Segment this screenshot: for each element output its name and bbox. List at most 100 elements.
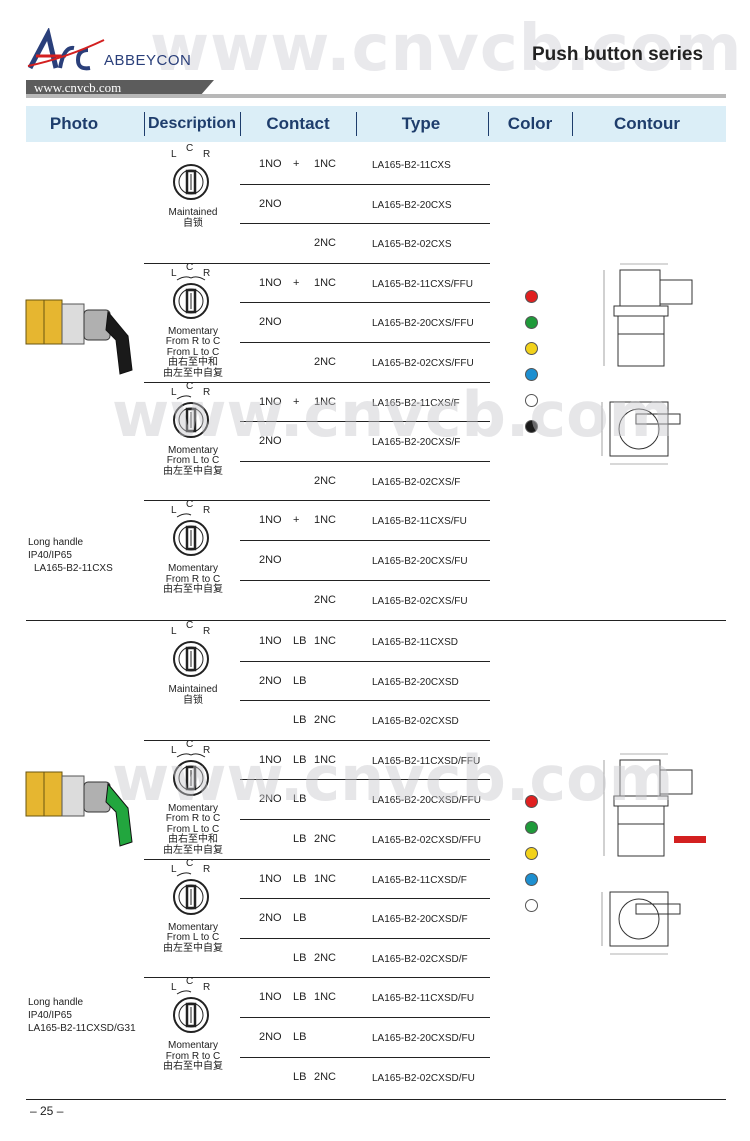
description-line: Momentary: [167, 444, 218, 456]
switch-position-c: C: [186, 976, 194, 988]
product-label-line: IP40/IP65: [28, 1010, 72, 1021]
type-code: LA165-B2-11CXSD/F: [372, 874, 467, 886]
website-url: www.cnvcb.com: [26, 80, 200, 96]
type-code: LA165-B2-20CXS/FFU: [372, 318, 474, 330]
contact-link: LB: [293, 635, 307, 647]
product-label-line: IP40/IP65: [28, 550, 72, 561]
contact-link: LB: [293, 1031, 307, 1043]
product-label-line: LA165-B2-11CXS: [34, 563, 113, 574]
column-header-bar: Photo Description Contact Type Color Con…: [26, 106, 726, 142]
description-line: 自锁: [183, 217, 203, 229]
row-divider: [240, 421, 490, 423]
contact-no: 2NO: [259, 435, 282, 448]
row-divider: [240, 342, 490, 343]
type-code: LA165-B2-20CXS/FU: [372, 556, 468, 567]
watermark-text: www.cnvcb.com: [112, 378, 674, 451]
switch-position-r: R: [203, 386, 211, 398]
group-divider: [144, 739, 490, 741]
type-code: LA165-B2-20CXSD/FU: [372, 1033, 475, 1044]
selector-switch-symbol-icon: [173, 276, 209, 319]
contact-no: 1NO: [259, 872, 282, 885]
description-line: Momentary: [167, 563, 218, 575]
description-line: From R to C: [165, 336, 221, 348]
type-code: LA165-B2-02CXS/FU: [372, 595, 468, 607]
group-divider: [144, 977, 490, 979]
column-contour: Contour: [613, 114, 681, 133]
contact-link: LB: [293, 714, 307, 727]
type-code: LA165-B2-11CXSD/FFU: [372, 755, 481, 767]
color-option-black: [525, 420, 538, 433]
color-option-white: [525, 394, 538, 407]
contact-nc: 2NC: [314, 1070, 337, 1083]
description-line: 由右至中自复: [163, 584, 223, 596]
color-option-green: [525, 316, 538, 329]
type-code: LA165-B2-02CXSD/F: [372, 953, 468, 965]
column-contact: Contact: [266, 114, 330, 133]
watermark-text: www.cnvcb.com: [150, 12, 743, 86]
type-code: LA165-B2-20CXSD/F: [372, 914, 468, 926]
row-divider: [240, 223, 490, 225]
description-line: Momentary: [167, 325, 218, 337]
color-option-red: [525, 290, 538, 303]
row-divider: [240, 302, 490, 304]
column-separator: [356, 112, 357, 136]
contact-nc: 1NC: [314, 276, 337, 289]
abbeycon-logo: [27, 28, 105, 71]
row-divider: [240, 937, 490, 939]
brand-name: ABBEYCON: [104, 52, 192, 69]
switch-position-l: L: [171, 149, 177, 160]
contact-no: 1NO: [259, 991, 282, 1004]
switch-position-c: C: [186, 380, 194, 392]
color-option-yellow: [525, 342, 538, 355]
description-line: Momentary: [167, 1040, 218, 1052]
description-line: From L to C: [166, 823, 220, 835]
group-divider: [144, 500, 490, 502]
contact-link: LB: [293, 912, 307, 925]
selector-switch-symbol-icon: [173, 753, 209, 796]
row-divider: [240, 819, 490, 820]
contact-no: 1NO: [259, 395, 282, 408]
selector-switch-symbol-icon: [173, 871, 209, 915]
contact-no: 1NO: [259, 635, 282, 647]
contact-nc: 2NC: [314, 593, 337, 606]
contact-nc: 1NC: [314, 991, 337, 1004]
description-line: Momentary: [167, 802, 218, 814]
switch-position-l: L: [171, 505, 177, 517]
switch-position-r: R: [203, 626, 211, 637]
switch-position-c: C: [186, 499, 194, 511]
contact-nc: 2NC: [314, 356, 337, 368]
contact-no: 1NO: [259, 753, 282, 766]
color-option-red: [525, 795, 538, 808]
type-code: LA165-B2-11CXS/FFU: [372, 278, 473, 290]
description-line: From R to C: [165, 1050, 221, 1062]
product-photo: [25, 299, 133, 375]
contact-no: 2NO: [259, 197, 282, 210]
color-option-yellow: [525, 847, 538, 860]
column-separator: [488, 112, 489, 136]
product-label-line: Long handle: [28, 537, 84, 548]
contact-no: 2NO: [259, 793, 282, 806]
color-option-blue: [525, 873, 538, 886]
type-code: LA165-B2-02CXS/F: [372, 476, 461, 488]
column-separator: [572, 112, 573, 136]
contact-no: 2NO: [259, 674, 282, 687]
column-color: Color: [507, 114, 553, 133]
description-line: 由左至中自复: [163, 844, 223, 856]
description-line: 由左至中自复: [163, 942, 223, 954]
contact-link: LB: [293, 872, 307, 885]
contact-nc: 2NC: [314, 951, 337, 964]
contact-link: +: [293, 158, 300, 170]
type-code: LA165-B2-11CXS/F: [372, 397, 460, 409]
description-line: 由右至中和: [168, 357, 218, 369]
selector-switch-symbol-icon: [173, 394, 209, 438]
description-line: 由左至中自复: [163, 465, 223, 477]
contact-link: LB: [293, 833, 307, 845]
contact-nc: 1NC: [314, 872, 337, 885]
type-code: LA165-B2-20CXS/F: [372, 437, 461, 449]
description-line: Maintained: [168, 684, 218, 695]
contact-link: LB: [293, 674, 307, 687]
switch-position-c: C: [186, 143, 194, 154]
description-line: Momentary: [167, 921, 218, 933]
contact-nc: 2NC: [314, 833, 337, 845]
contact-link: LB: [293, 991, 307, 1004]
